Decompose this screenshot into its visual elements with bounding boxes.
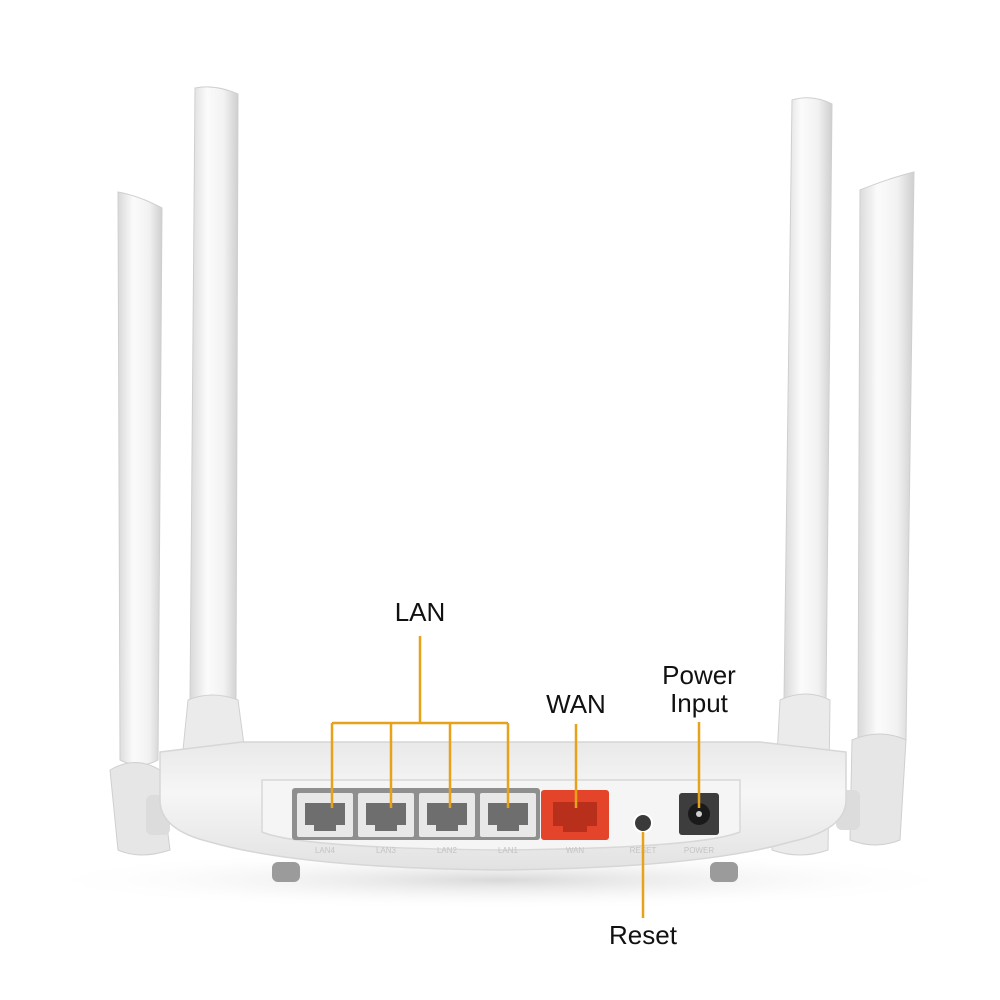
power-input-callout-label-line1: Power <box>662 660 736 690</box>
foot <box>710 862 738 882</box>
ethernet-port-icon[interactable] <box>541 790 609 840</box>
ethernet-port-icon[interactable] <box>419 793 475 837</box>
port-caption: POWER <box>684 846 714 855</box>
ethernet-port-icon[interactable] <box>297 793 353 837</box>
ethernet-port-icon[interactable] <box>480 793 536 837</box>
callout-lines <box>330 636 701 918</box>
antenna-icon <box>109 191 171 856</box>
lan-callout-label: LAN <box>394 597 446 627</box>
antenna-icon <box>181 86 247 766</box>
power-jack-icon[interactable] <box>679 793 719 835</box>
port-caption: LAN4 <box>315 846 336 855</box>
port-caption: LAN2 <box>437 846 458 855</box>
antenna-icon <box>771 97 833 856</box>
ethernet-port-icon[interactable] <box>358 793 414 837</box>
port-caption: WAN <box>566 846 585 855</box>
reset-callout-label: Reset <box>609 920 677 950</box>
lan-port-block <box>292 788 540 840</box>
antenna-icon <box>836 171 915 846</box>
wan-callout-label: WAN <box>546 689 606 719</box>
port-caption: LAN1 <box>498 846 519 855</box>
port-caption: LAN3 <box>376 846 397 855</box>
power-input-callout-label-line2: Input <box>670 688 728 718</box>
foot <box>272 862 300 882</box>
reset-button-icon[interactable] <box>633 813 653 833</box>
